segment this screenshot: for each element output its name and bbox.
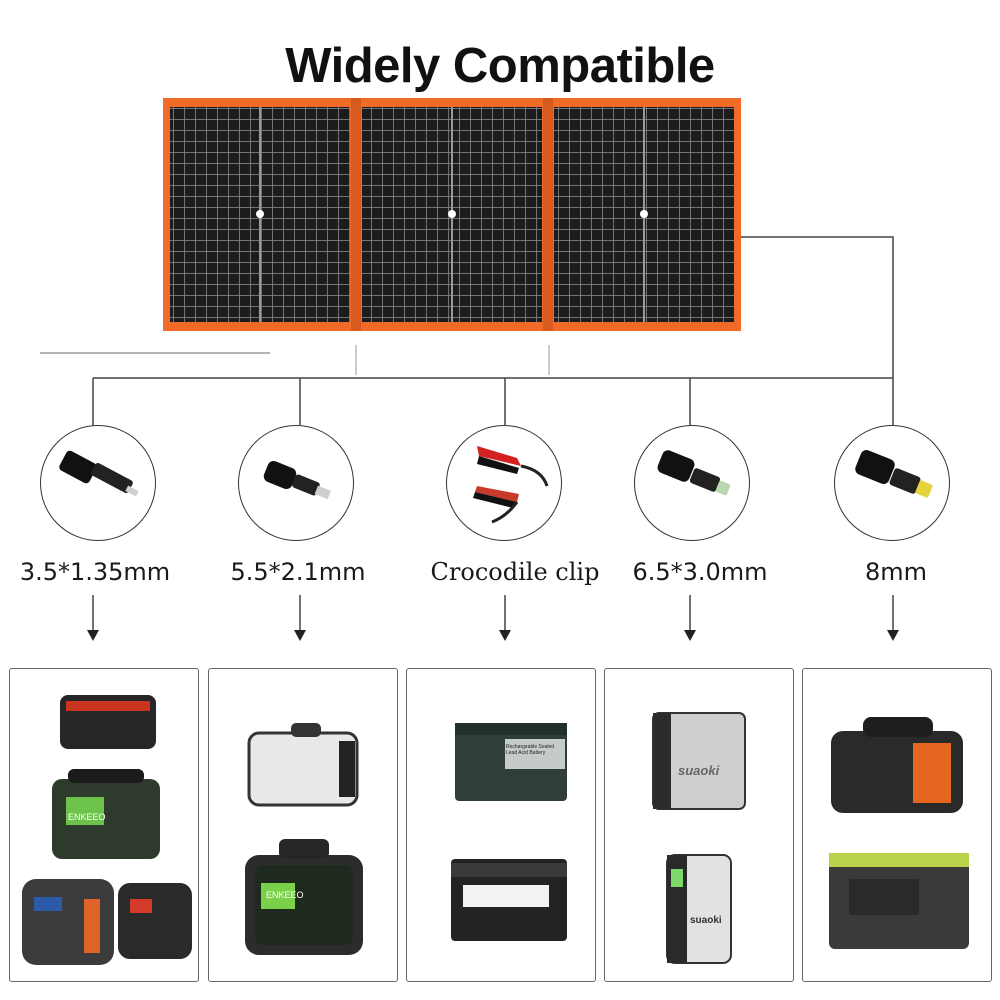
crocodile-clip-icon: [446, 425, 562, 541]
barrel-plug-3.5-icon: [40, 425, 156, 541]
barrel-plug-6.5-icon: [634, 425, 750, 541]
device-brand: suaoki: [678, 763, 720, 778]
device-brand: ENKEEO: [68, 812, 106, 822]
connector-label: 6.5*3.0mm: [632, 558, 768, 586]
solar-panel-cells: [170, 98, 734, 331]
barrel-plug-5.5-icon: [238, 425, 354, 541]
device-brand: ENKEEO: [266, 890, 304, 900]
solar-panel: [163, 98, 741, 331]
device-box-6.5: [604, 668, 794, 982]
device-brand: suaoki: [690, 915, 722, 926]
connector-label: 3.5*1.35mm: [19, 558, 171, 586]
barrel-plug-8mm-icon: [834, 425, 950, 541]
device-box-crocodile: [406, 668, 596, 982]
battery-label: Rechargeable Sealed Lead Acid Battery: [506, 744, 555, 756]
connector-label: Crocodile clip: [430, 558, 600, 586]
page-title: Widely Compatible: [285, 39, 715, 93]
device-box-8mm: [802, 668, 992, 982]
device-box-5.5: [208, 668, 398, 982]
device-box-3.5: [9, 668, 199, 982]
connector-label: 5.5*2.1mm: [230, 558, 366, 586]
connector-label: 8mm: [864, 558, 928, 586]
